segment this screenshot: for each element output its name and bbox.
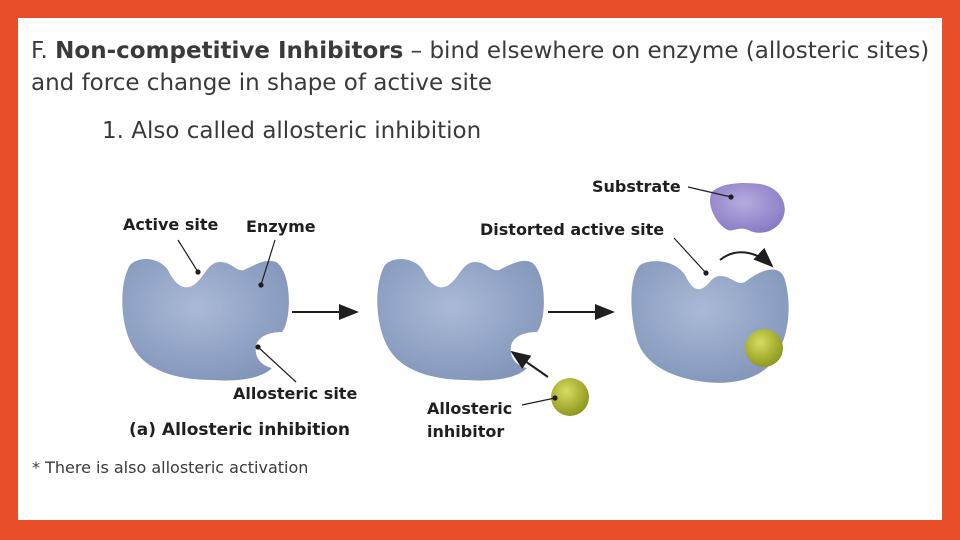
label-active-site: Active site bbox=[123, 215, 219, 234]
bound-inhibitor bbox=[745, 329, 783, 367]
diagram-caption: (a) Allosteric inhibition bbox=[129, 420, 350, 440]
label-allosteric-inhibitor-line2: inhibitor bbox=[427, 422, 504, 441]
label-substrate: Substrate bbox=[592, 177, 681, 196]
label-enzyme: Enzyme bbox=[246, 217, 316, 236]
label-allosteric-site: Allosteric site bbox=[233, 384, 357, 403]
label-allosteric-inhibitor-line1: Allosteric bbox=[427, 399, 512, 418]
substrate-shape bbox=[710, 183, 785, 233]
substrate-rejected-arrow bbox=[720, 252, 772, 266]
label-distorted-active-site: Distorted active site bbox=[480, 220, 664, 239]
enzyme-shape-2 bbox=[377, 259, 544, 381]
